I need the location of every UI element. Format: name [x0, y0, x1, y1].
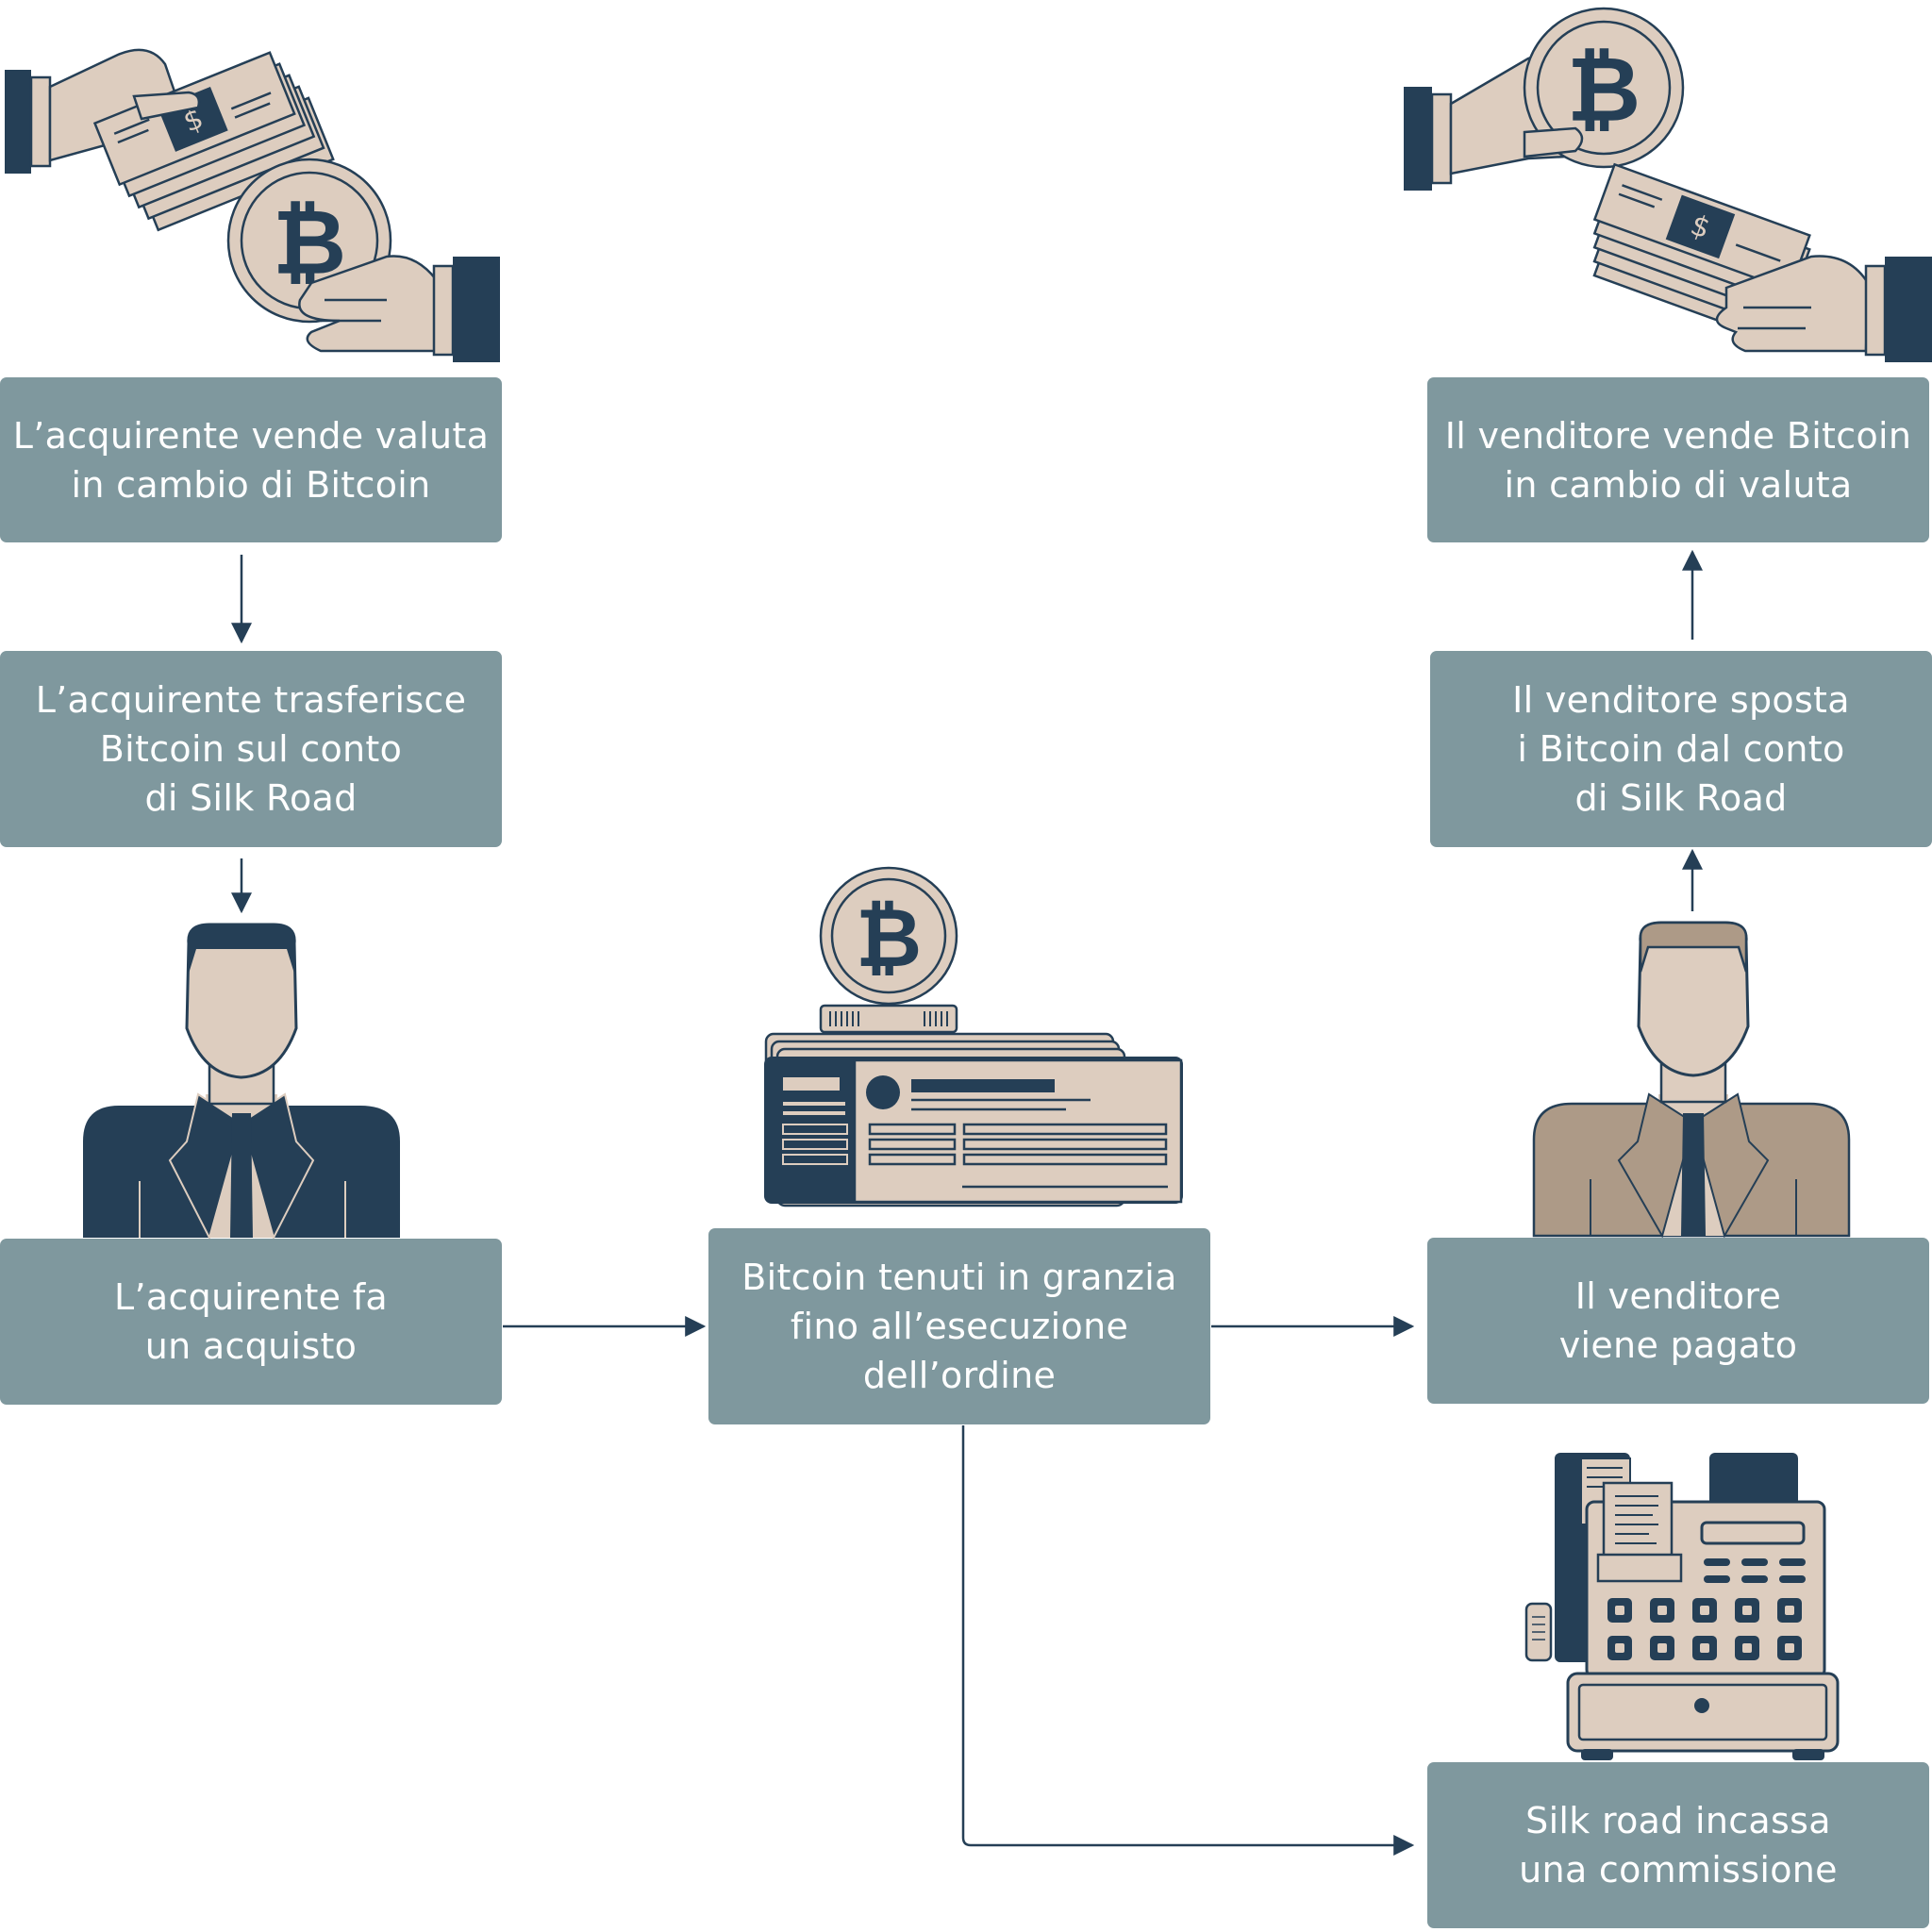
- step-label: L’acquirente vende valuta in cambio di B…: [12, 414, 490, 506]
- buyer-person-icon: [83, 923, 400, 1241]
- step-label: Bitcoin tenuti in granzia fino all’esecu…: [741, 1257, 1177, 1396]
- step-escrow: Bitcoin tenuti in granzia fino all’esecu…: [708, 1228, 1210, 1424]
- bitcoin-symbol-2: ₿: [1567, 37, 1641, 142]
- step-buyer-sells-currency: L’acquirente vende valuta in cambio di B…: [0, 377, 502, 542]
- step-commission: Silk road incassa una commissione: [1427, 1762, 1929, 1928]
- step-seller-paid: Il venditore viene pagato: [1427, 1238, 1929, 1404]
- bitcoin-for-cash-icon: ₿ $: [1404, 7, 1932, 362]
- step-seller-sells-bitcoin: Il venditore vende Bitcoin in cambio di …: [1427, 377, 1929, 542]
- bitcoin-symbol-3: ₿: [856, 891, 922, 986]
- step-label: L’acquirente trasferisce Bitcoin sul con…: [35, 679, 467, 819]
- cash-register-icon: [1524, 1453, 1840, 1760]
- step-label: Il venditore sposta i Bitcoin dal conto …: [1512, 679, 1850, 819]
- cash-for-bitcoin-icon: $ ₿: [5, 48, 500, 362]
- arrow-b4-b8: [961, 1425, 1415, 1856]
- step-label: L’acquirente fa un acquisto: [114, 1276, 388, 1367]
- escrow-documents-icon: ₿: [764, 866, 1183, 1208]
- seller-person-icon: [1532, 921, 1851, 1239]
- step-seller-moves: Il venditore sposta i Bitcoin dal conto …: [1430, 651, 1932, 847]
- step-buyer-transfers: L’acquirente trasferisce Bitcoin sul con…: [0, 651, 502, 847]
- step-label: Silk road incassa una commissione: [1519, 1800, 1838, 1890]
- step-label: Il venditore vende Bitcoin in cambio di …: [1444, 414, 1912, 506]
- step-buyer-purchase: L’acquirente fa un acquisto: [0, 1239, 502, 1405]
- step-label: Il venditore viene pagato: [1558, 1275, 1798, 1366]
